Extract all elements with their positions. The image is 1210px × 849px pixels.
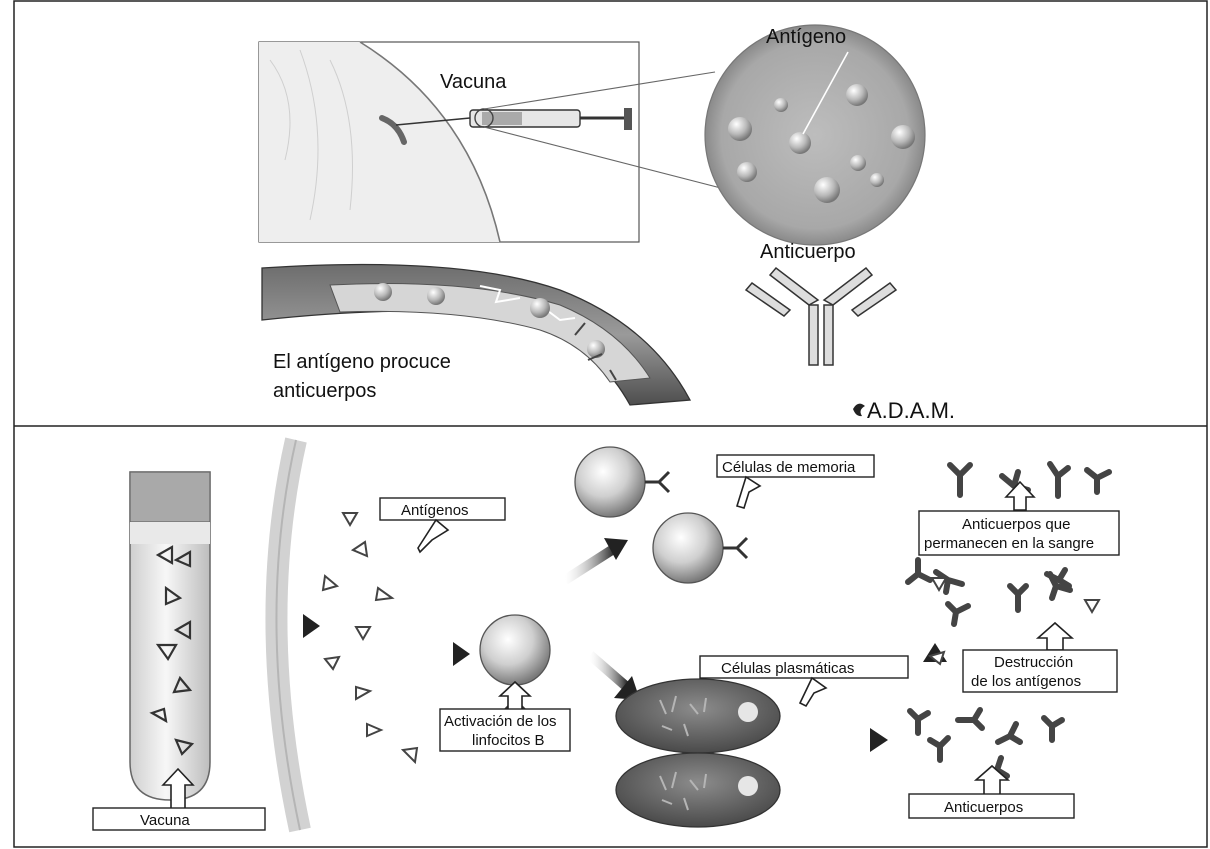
antigeno-label: Antígeno xyxy=(766,26,846,48)
celulas-memoria-label: Células de memoria xyxy=(722,459,856,476)
anticuerpos-permanecen-line-1: Anticuerpos que xyxy=(962,516,1070,533)
vaccine-tube xyxy=(130,472,210,800)
caption-line-1: El antígeno procuce xyxy=(273,351,451,373)
anticuerpos-permanecen-line-2: permanecen en la sangre xyxy=(924,535,1094,552)
destruccion-line-2: de los antígenos xyxy=(971,673,1081,690)
anticuerpo-label: Anticuerpo xyxy=(760,241,856,263)
destruccion-line-1: Destrucción xyxy=(994,654,1073,671)
svg-text:A.D.A.M.: A.D.A.M. xyxy=(867,398,955,423)
antigenos-label: Antígenos xyxy=(401,502,469,519)
vacuna-bottom-label: Vacuna xyxy=(140,812,190,829)
antigen-disk xyxy=(705,25,925,245)
adam-logo: A.D.A.M. xyxy=(853,398,955,423)
vacuna-label: Vacuna xyxy=(440,71,507,93)
caption-line-2: anticuerpos xyxy=(273,380,376,402)
activacion-line-2: linfocitos B xyxy=(472,732,545,749)
activacion-line-1: Activación de los xyxy=(444,713,557,730)
celulas-plasmaticas-label: Células plasmáticas xyxy=(721,660,854,677)
anticuerpos-label: Anticuerpos xyxy=(944,799,1023,816)
